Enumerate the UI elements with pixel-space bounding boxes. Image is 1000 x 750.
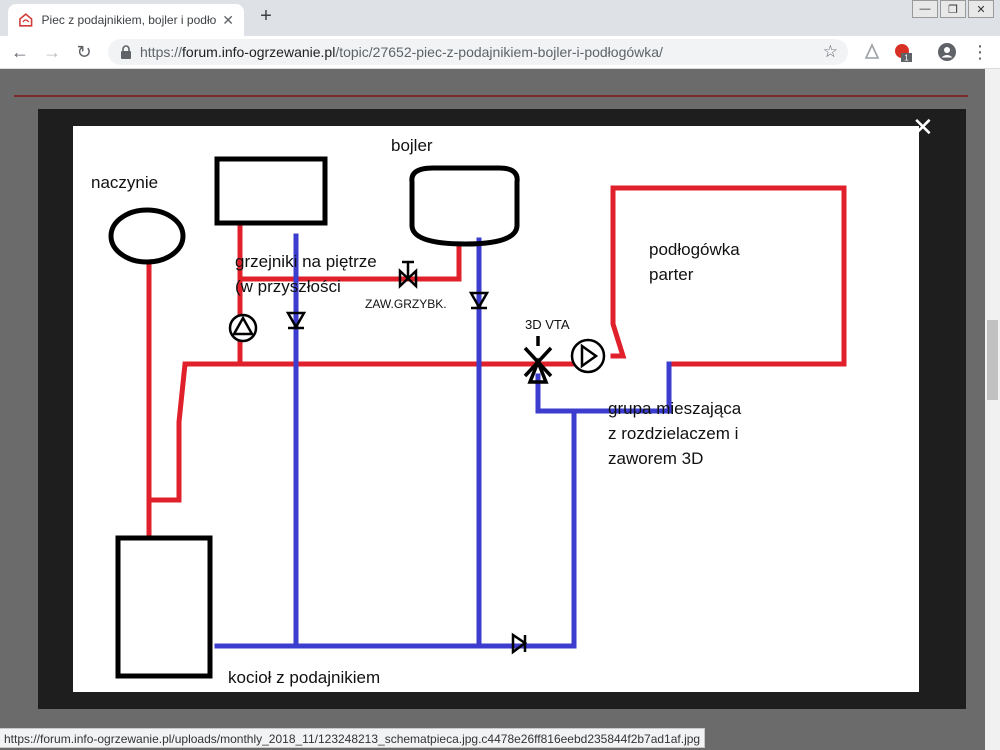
address-bar[interactable]: https://forum.info-ogrzewanie.pl/topic/2… [108, 39, 848, 65]
check-valve-boiler [468, 291, 490, 310]
browser-toolbar: ← → ↻ https://forum.info-ogrzewanie.pl/t… [0, 36, 1000, 69]
lightbox-close-icon[interactable]: ✕ [912, 112, 934, 142]
extension-badge-icon[interactable]: 1 [893, 42, 913, 62]
radiator-box [214, 156, 328, 226]
boiler-furnace [115, 535, 213, 679]
check-valve-return [511, 632, 528, 655]
boiler-tank [409, 165, 520, 247]
label-grupa-line3: zaworem 3D [608, 449, 703, 468]
back-icon[interactable]: ← [11, 42, 29, 62]
label-naczynie: naczynie [91, 173, 158, 192]
status-bar-link: https://forum.info-ogrzewanie.pl/uploads… [0, 728, 706, 748]
globe-valve [398, 260, 418, 289]
pump-upper [228, 313, 258, 343]
reload-icon[interactable]: ↻ [76, 42, 92, 62]
lock-icon [121, 45, 131, 59]
check-valve-radiator [285, 311, 307, 330]
supply-pipes [146, 185, 847, 539]
url-host: forum.info-ogrzewanie.pl [182, 44, 336, 60]
tab-title: Piec z podajnikiem, bojler i podło [41, 13, 217, 27]
label-podlogowka-line2: parter [649, 265, 694, 284]
heating-schematic-diagram: naczynie bojler grzejniki na piętrze (w … [91, 136, 847, 687]
return-pipes [214, 233, 672, 649]
scrollbar-thumb[interactable] [987, 320, 998, 400]
label-grzejniki-line2: (w przyszłości [235, 277, 341, 296]
minimize-button[interactable]: — [912, 0, 938, 18]
url-scheme: https:// [140, 44, 183, 60]
restore-button[interactable]: ❐ [940, 0, 966, 18]
menu-kebab-icon[interactable]: ⋮ [971, 42, 989, 62]
bookmark-star-icon[interactable]: ☆ [822, 42, 838, 61]
pump-floor [570, 338, 606, 374]
forum-favicon-icon [19, 13, 33, 27]
page-content: naczynie bojler grzejniki na piętrze (w … [0, 69, 1000, 750]
extension-badge-count: 1 [904, 54, 909, 63]
expansion-vessel [108, 207, 186, 265]
label-grupa-line2: z rozdzielaczem i [608, 424, 738, 443]
page-divider [14, 95, 968, 97]
window-controls: — ❐ ✕ [910, 0, 994, 20]
tab-close-icon[interactable]: ✕ [222, 12, 234, 28]
url-path: /topic/27652-piec-z-podajnikiem-bojler-i… [335, 44, 663, 60]
label-bojler: bojler [391, 136, 433, 155]
url-text: https://forum.info-ogrzewanie.pl/topic/2… [140, 44, 663, 60]
forward-icon[interactable]: → [43, 42, 61, 62]
image-lightbox: naczynie bojler grzejniki na piętrze (w … [38, 109, 966, 709]
three-way-valve [523, 336, 553, 384]
label-grupa-line1: grupa mieszająca [608, 399, 742, 418]
equipment-outlines [108, 156, 520, 679]
profile-icon[interactable] [937, 42, 957, 62]
label-podlogowka-line1: podłogówka [649, 240, 740, 259]
page-scrollbar[interactable] [985, 69, 1000, 750]
pdf-extension-icon[interactable] [862, 42, 882, 62]
label-grzejniki-line1: grzejniki na piętrze [235, 252, 377, 271]
close-window-button[interactable]: ✕ [968, 0, 994, 18]
label-zaw-grzybk: ZAW.GRZYBK. [365, 297, 447, 311]
label-kociol: kocioł z podajnikiem [228, 668, 380, 687]
title-bar: Piec z podajnikiem, bojler i podło ✕ + —… [0, 0, 1000, 36]
schematic-image[interactable]: naczynie bojler grzejniki na piętrze (w … [73, 126, 919, 692]
label-3d-vta: 3D VTA [525, 317, 570, 332]
new-tab-button[interactable]: + [260, 5, 272, 27]
browser-tab[interactable]: Piec z podajnikiem, bojler i podło ✕ [8, 4, 244, 36]
